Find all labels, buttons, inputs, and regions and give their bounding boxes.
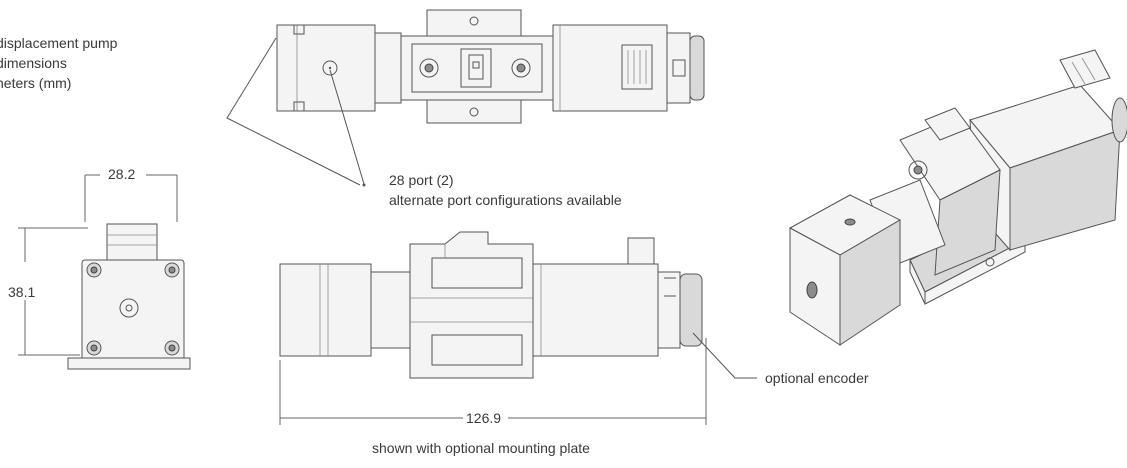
port-leader-right: [329, 69, 365, 185]
encoder-leader: [692, 332, 757, 379]
optional-encoder-label: optional encoder: [765, 370, 869, 386]
end-height-dimension: 38.1: [8, 284, 36, 300]
end-connector: [106, 223, 158, 263]
side-encoder: [657, 271, 681, 349]
top-port-circle: [322, 60, 338, 76]
end-base-plate: [67, 357, 191, 370]
top-coupling: [374, 32, 402, 104]
top-connector: [621, 44, 653, 90]
end-view: [18, 174, 191, 370]
title-line-1: displacement pump: [0, 35, 118, 51]
top-plate-hole-upper: [469, 16, 479, 26]
end-width-dimension: 28.2: [108, 166, 136, 182]
top-encoder: [666, 32, 691, 104]
top-bolt-left: [419, 58, 439, 78]
side-length-dimension: 126.9: [466, 410, 502, 426]
drawing-title: displacement pump dimensions neters (mm): [0, 33, 117, 93]
top-pump-head: [276, 24, 376, 112]
top-bolt-right: [511, 58, 531, 78]
side-view: [279, 231, 757, 425]
end-port: [119, 298, 139, 318]
side-motor: [532, 263, 659, 357]
port-configuration-note: alternate port configurations available: [389, 192, 622, 208]
side-connector: [627, 237, 655, 265]
top-plate-hole-lower: [469, 107, 479, 117]
side-coupling: [370, 271, 412, 349]
side-drive-block: [409, 231, 534, 379]
side-pump-head: [279, 263, 372, 357]
title-line-3: neters (mm): [0, 75, 72, 91]
mounting-plate-caption: shown with optional mounting plate: [372, 440, 590, 456]
iso-view: [788, 49, 1127, 346]
port-label: 28 port (2): [389, 172, 454, 188]
top-view: [226, 9, 705, 187]
iso-encoder: [1111, 97, 1127, 143]
port-leader-left: [226, 37, 361, 186]
title-line-2: dimensions: [0, 55, 67, 71]
iso-connector: [1059, 49, 1111, 89]
